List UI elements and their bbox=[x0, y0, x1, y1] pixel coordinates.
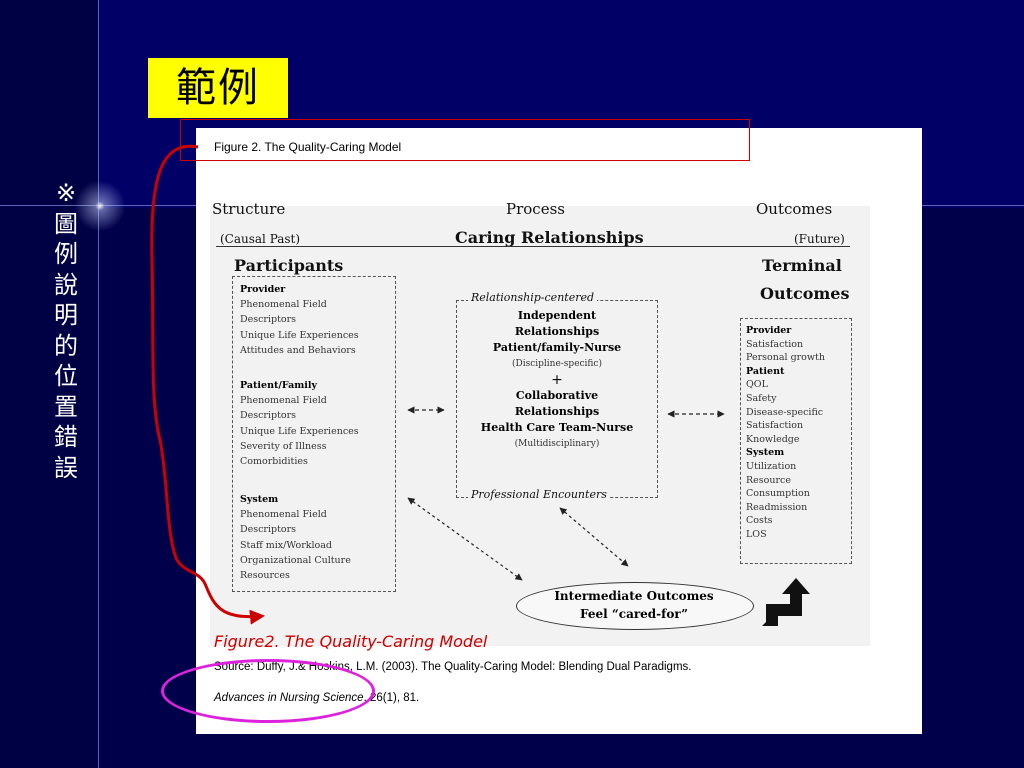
participants-patient-group: Patient/Family Phenomenal Field Descript… bbox=[240, 378, 359, 469]
feedback-arrow-icon bbox=[762, 578, 810, 626]
label-future: (Future) bbox=[794, 232, 845, 246]
participants-item: Descriptors bbox=[240, 410, 297, 422]
header-outcomes: Outcomes bbox=[756, 200, 833, 218]
arrow-participants-intermediate bbox=[407, 497, 523, 581]
process-note: (Discipline-specific) bbox=[511, 359, 602, 369]
vertical-rule bbox=[98, 0, 99, 768]
light-flare bbox=[60, 166, 140, 246]
outcomes-item: Consumption bbox=[746, 488, 810, 500]
participants-item: Comorbidities bbox=[240, 456, 308, 468]
outcomes-group: Provider Satisfaction Personal growth Pa… bbox=[746, 324, 825, 542]
process-line: Collaborative bbox=[515, 389, 599, 402]
participants-provider-group: Provider Phenomenal Field Descriptors Un… bbox=[240, 282, 359, 358]
outcomes-patient-heading: Patient bbox=[746, 365, 785, 377]
process-line: Health Care Team-Nurse bbox=[480, 421, 634, 434]
outcomes-system-heading: System bbox=[746, 447, 785, 459]
arrow-process-intermediate bbox=[559, 507, 629, 567]
process-independent: Independent Relationships Patient/family… bbox=[456, 308, 658, 452]
outcomes-item: QOL bbox=[746, 379, 768, 391]
side-note-char: 的 bbox=[54, 331, 78, 360]
outcomes-item: Utilization bbox=[746, 460, 797, 472]
journal-details: , 26(1), 81. bbox=[363, 692, 420, 704]
participants-item: Staff mix/Workload bbox=[240, 539, 333, 551]
side-note: ※ 圖 例 說 明 的 位 置 錯 誤 bbox=[46, 178, 86, 483]
participants-item: Organizational Culture bbox=[240, 554, 351, 566]
participants-provider-heading: Provider bbox=[240, 284, 286, 295]
side-note-char: 錯 bbox=[54, 423, 78, 451]
participants-item: Unique Life Experiences bbox=[240, 425, 359, 437]
left-band bbox=[0, 0, 98, 768]
side-note-char: 誤 bbox=[54, 453, 78, 482]
intermediate-outcomes-text: Intermediate Outcomes Feel “cared-for” bbox=[516, 587, 752, 623]
label-caring-relationships: Caring Relationships bbox=[455, 228, 644, 247]
outcomes-item: Costs bbox=[746, 515, 773, 527]
slide-title: 範例 bbox=[148, 58, 288, 118]
outcomes-item: Safety bbox=[746, 392, 777, 404]
label-terminal: Terminal bbox=[762, 256, 842, 275]
label-relationship-centered: Relationship-centered bbox=[468, 291, 598, 304]
intermediate-outcomes-ellipse bbox=[516, 582, 754, 630]
outcomes-box bbox=[740, 318, 852, 564]
process-line: Relationships bbox=[514, 405, 600, 418]
participants-patient-heading: Patient/Family bbox=[240, 380, 318, 391]
process-plus: + bbox=[551, 372, 563, 388]
participants-item: Resources bbox=[240, 570, 290, 582]
label-terminal-outcomes: Outcomes bbox=[760, 284, 850, 303]
source-highlight-ellipse bbox=[161, 659, 375, 723]
side-note-char: ※ bbox=[55, 179, 77, 207]
wrong-caption-highlight-box bbox=[180, 119, 750, 161]
side-note-char: 圖 bbox=[54, 209, 78, 238]
process-note: (Multidisciplinary) bbox=[514, 439, 600, 449]
figure-caption-red: Figure2. The Quality-Caring Model bbox=[214, 632, 487, 651]
caption-text: Figure2. The Quality-Caring Model bbox=[214, 632, 488, 651]
intermediate-line: Feel “cared-for” bbox=[579, 607, 688, 621]
outcomes-item: Readmission bbox=[746, 501, 808, 513]
intermediate-line: Intermediate Outcomes bbox=[554, 589, 714, 603]
participants-item: Phenomenal Field bbox=[240, 299, 327, 311]
outcomes-item: Personal growth bbox=[746, 352, 825, 364]
outcomes-item: Satisfaction bbox=[746, 338, 804, 350]
side-note-char: 位 bbox=[54, 362, 78, 390]
process-line: Relationships bbox=[514, 325, 600, 338]
outcomes-item: Disease-specific bbox=[746, 406, 824, 418]
side-note-char: 置 bbox=[54, 392, 78, 421]
side-note-char: 說 bbox=[54, 270, 78, 299]
participants-item: Descriptors bbox=[240, 524, 297, 536]
side-note-char: 例 bbox=[54, 240, 78, 268]
side-note-char: 明 bbox=[54, 301, 78, 329]
outcomes-item: Satisfaction bbox=[746, 420, 804, 432]
outcomes-provider-heading: Provider bbox=[746, 325, 792, 336]
participants-item: Attitudes and Behaviors bbox=[240, 344, 356, 356]
participants-item: Severity of Illness bbox=[240, 440, 327, 452]
process-line: Patient/family-Nurse bbox=[492, 341, 622, 354]
outcomes-item: Knowledge bbox=[746, 433, 800, 445]
process-line: Independent bbox=[517, 309, 597, 322]
header-rule bbox=[216, 246, 850, 247]
participants-item: Unique Life Experiences bbox=[240, 329, 359, 341]
header-process: Process bbox=[506, 200, 565, 218]
participants-item: Phenomenal Field bbox=[240, 395, 327, 407]
participants-item: Phenomenal Field bbox=[240, 509, 327, 521]
participants-item: Descriptors bbox=[240, 314, 297, 326]
diagram-connectors bbox=[407, 406, 810, 626]
figure-paper: Figure 2. The Quality-Caring Model Struc… bbox=[196, 128, 922, 734]
outcomes-item: LOS bbox=[746, 528, 767, 540]
quality-caring-diagram: Structure Process Outcomes (Causal Past)… bbox=[210, 200, 870, 646]
outcomes-item: Resource bbox=[746, 474, 791, 486]
